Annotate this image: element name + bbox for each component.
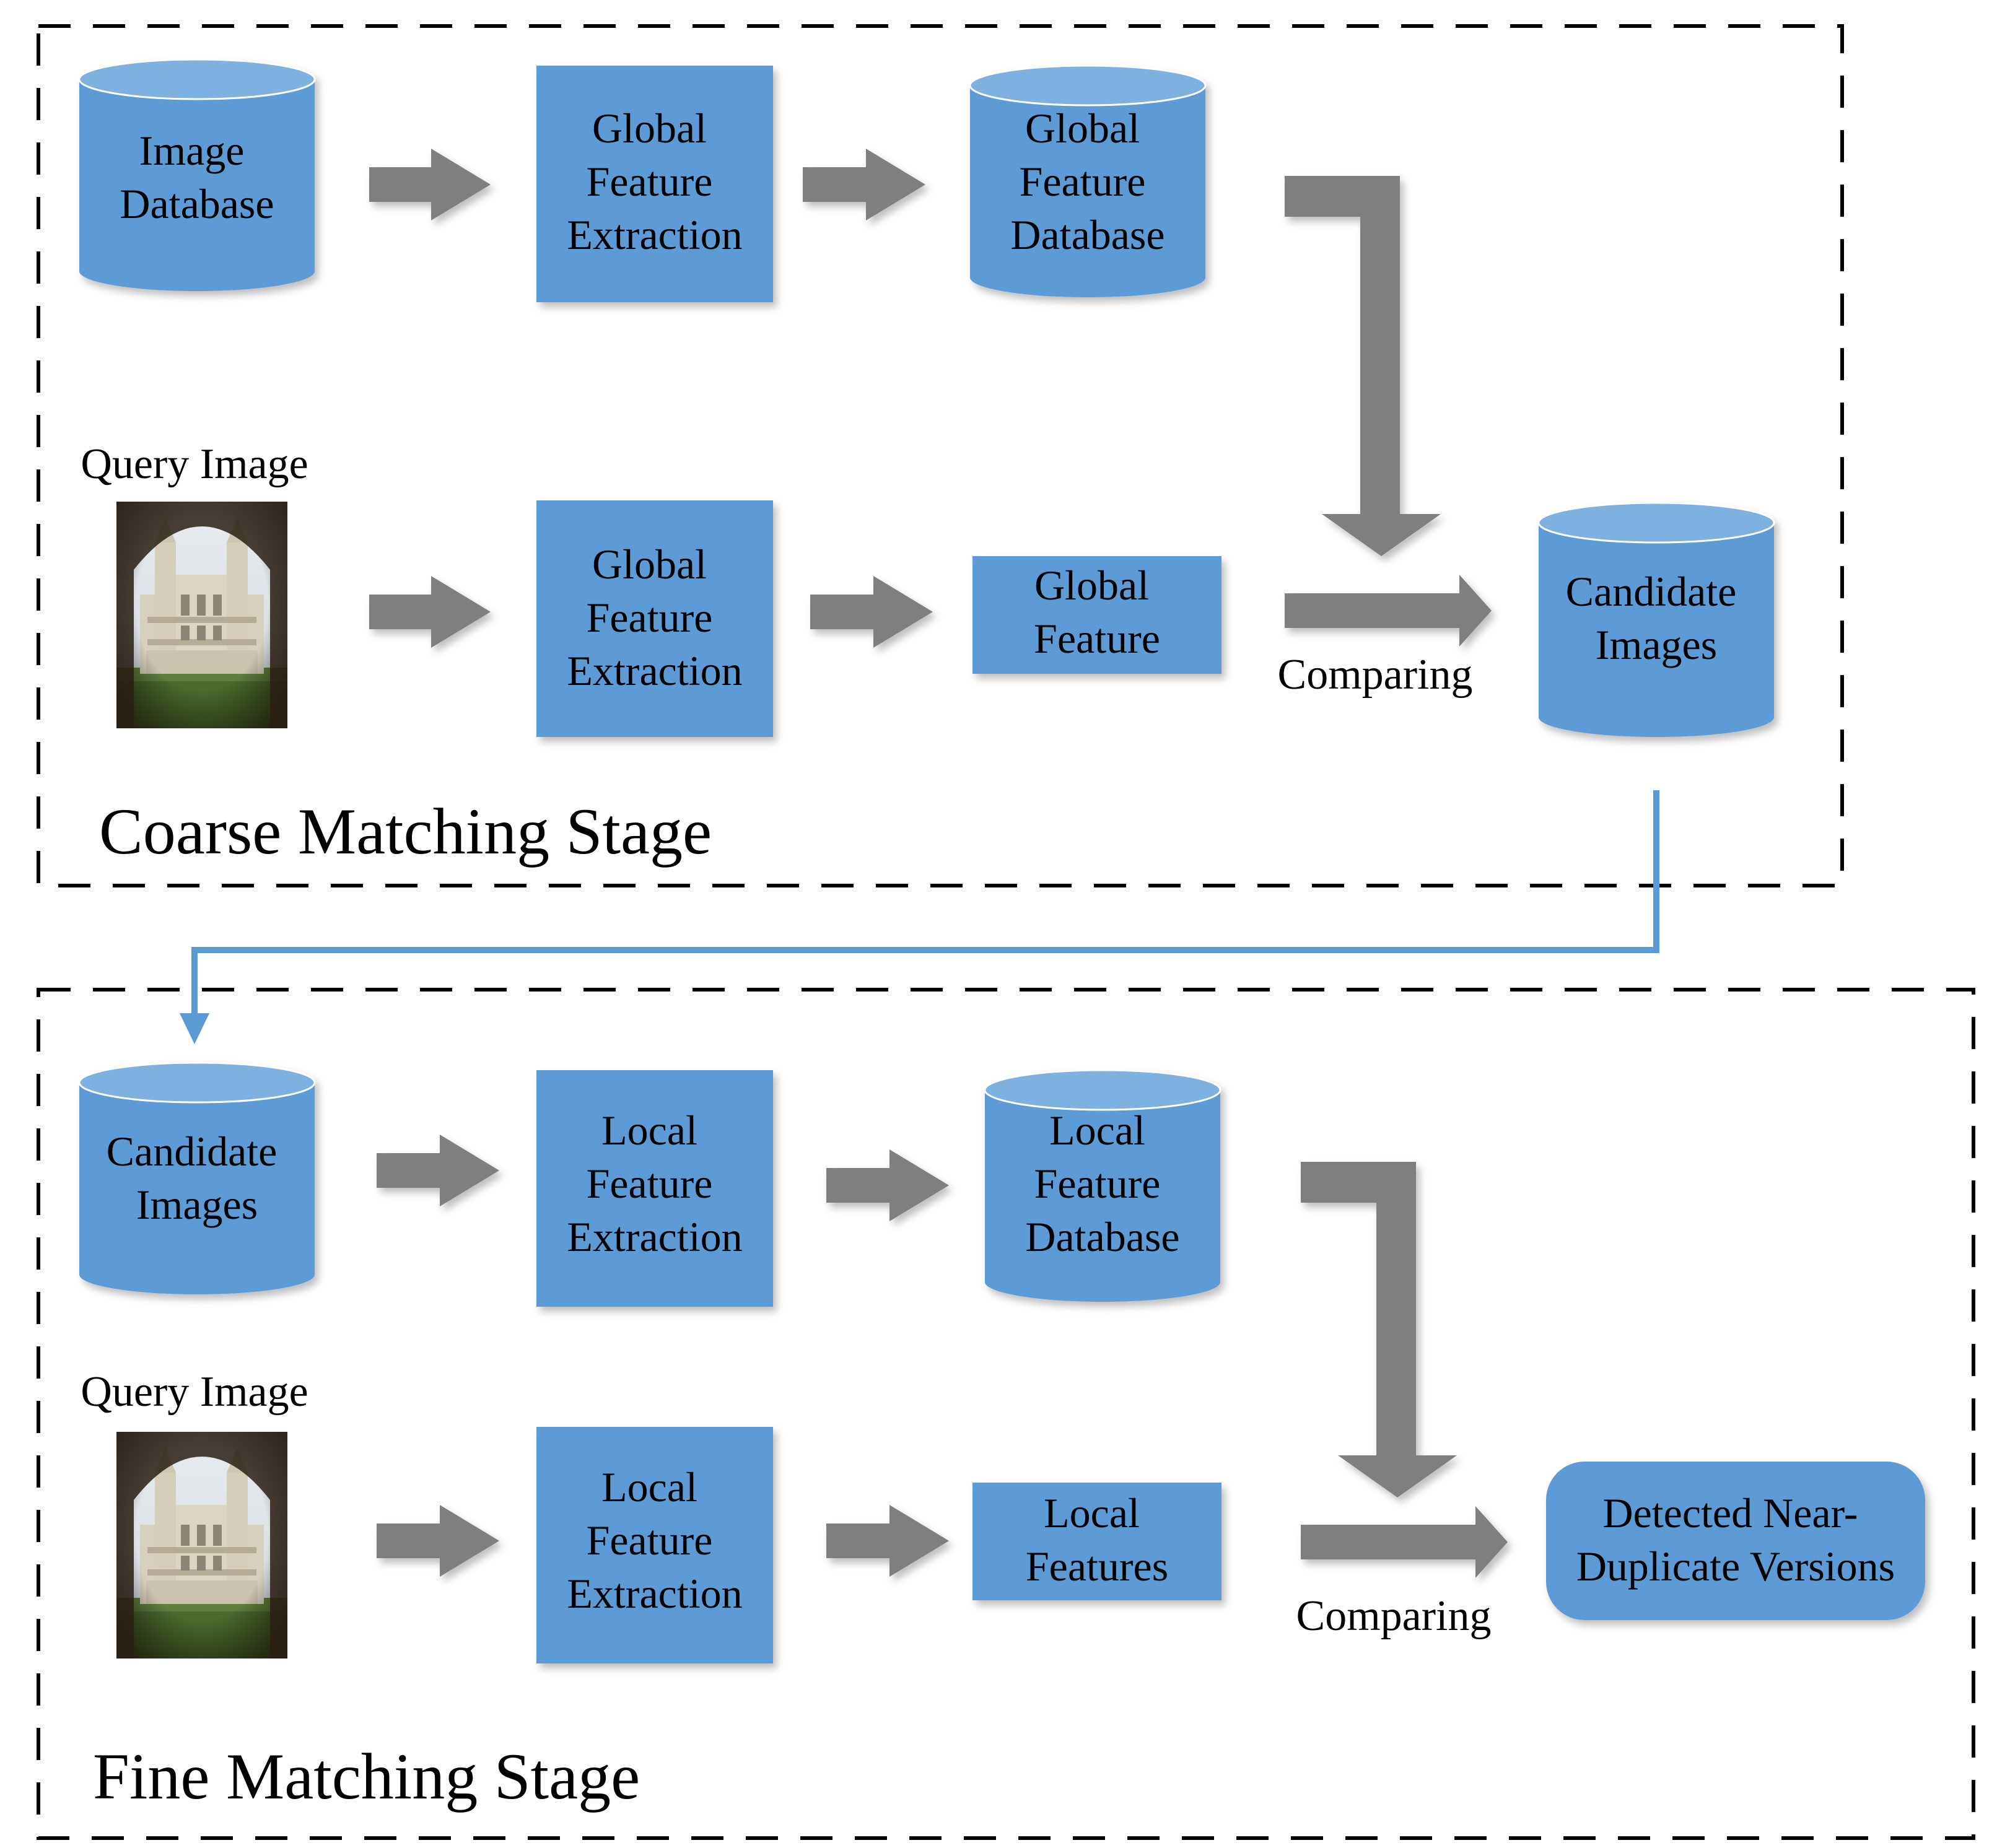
image-database-line-1: Image: [139, 127, 245, 174]
detected-near-duplicate-label: Detected Near- Duplicate Versions: [1576, 1489, 1895, 1590]
local-features-box: [972, 1483, 1221, 1600]
bent-flow-arrow: [1285, 176, 1441, 556]
flow-arrow: [810, 576, 933, 648]
building-photo-icon: [116, 1432, 287, 1658]
flow-arrow: [377, 1135, 499, 1206]
comparing-arrow: [1285, 575, 1492, 647]
candidate-images-input-cylinder: [78, 1061, 316, 1294]
coarse-candidate-images-label: Candidate Images: [1566, 568, 1747, 668]
flow-arrow: [369, 149, 491, 220]
coarse-query-image-label: Query Image: [81, 440, 308, 488]
global-feature-database-label: Global Feature Database: [1010, 105, 1165, 258]
local-feature-database-cylinder: [984, 1069, 1221, 1302]
fine-stage-frame: [37, 988, 1975, 1840]
global-feature-extraction-bottom-label: Global Feature Extraction: [567, 541, 742, 694]
local-feature-extraction-top-box: [536, 1070, 773, 1307]
image-database-cylinder: [78, 58, 316, 291]
image-database-label: Image Database: [120, 127, 274, 227]
local-feature-extraction-bottom-box: [536, 1427, 773, 1663]
global-feature-database-cylinder: [969, 64, 1207, 297]
fine-candidate-images-label: Candidate Images: [107, 1128, 288, 1228]
fine-stage-title: Fine Matching Stage: [93, 1740, 640, 1813]
coarse-stage-title: Coarse Matching Stage: [99, 795, 712, 868]
flow-arrow: [826, 1505, 949, 1577]
local-features-label: Local Features: [1026, 1489, 1168, 1590]
detected-near-duplicate-box: [1546, 1462, 1925, 1620]
comparing-arrow: [1301, 1506, 1508, 1578]
stage-connector-arrowhead: [180, 1013, 209, 1044]
local-feature-database-label: Local Feature Database: [1025, 1107, 1179, 1260]
stage-connector-line: [191, 790, 1659, 1016]
coarse-comparing-label: Comparing: [1278, 651, 1473, 699]
flow-arrow: [369, 576, 491, 648]
global-feature-box: [972, 556, 1221, 674]
fine-comparing-label: Comparing: [1296, 1592, 1492, 1640]
coarse-stage-frame: [37, 24, 1844, 887]
local-feature-extraction-top-label: Local Feature Extraction: [567, 1107, 742, 1260]
global-feature-label: Global Feature: [1034, 562, 1160, 662]
flow-arrow: [826, 1149, 949, 1221]
bent-flow-arrow: [1301, 1162, 1457, 1497]
fine-query-image-label: Query Image: [81, 1368, 308, 1416]
flow-arrow: [377, 1505, 499, 1577]
flow-arrow: [803, 149, 925, 220]
global-feature-extraction-top-label: Global Feature Extraction: [567, 105, 742, 258]
candidate-images-cylinder: [1537, 502, 1775, 737]
global-feature-extraction-bottom-box: [536, 500, 773, 737]
image-database-line-2: Database: [120, 180, 274, 227]
building-photo-icon: [116, 502, 287, 728]
local-feature-extraction-bottom-label: Local Feature Extraction: [567, 1463, 742, 1617]
global-feature-extraction-top-box: [536, 66, 773, 302]
